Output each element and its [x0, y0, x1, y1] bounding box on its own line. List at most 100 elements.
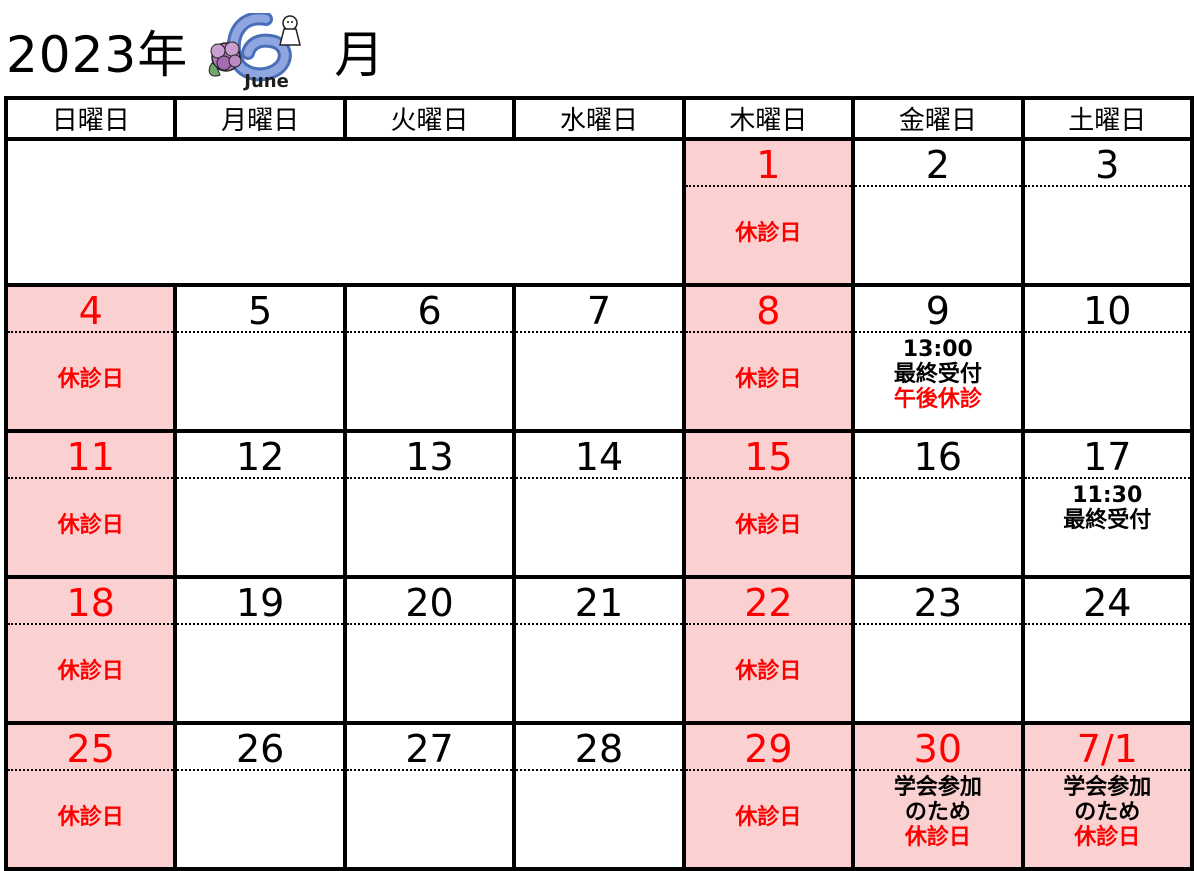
day-number: 26 [177, 725, 343, 771]
calendar-day-cell: 15 休診日 [681, 429, 856, 579]
info-red: 午後休診 [893, 387, 982, 412]
info-time: 11:30 [1072, 483, 1143, 508]
weekday-sat: 土曜日 [1020, 96, 1195, 141]
info-text: 学会参加 [1063, 775, 1152, 800]
calendar-day-cell: 21 [512, 575, 686, 725]
day-number: 5 [177, 287, 343, 333]
calendar-day-cell: 14 [512, 429, 686, 579]
day-number: 19 [177, 579, 343, 625]
calendar-title: 2023年 June 月 [6, 13, 385, 92]
calendar-day-cell: 16 [851, 429, 1025, 579]
day-number: 6 [346, 287, 513, 333]
calendar-day-cell: 10 [1020, 283, 1195, 433]
calendar-day-cell: 5 [173, 283, 347, 433]
calendar-day-cell: 12 [173, 429, 347, 579]
year-label: 2023年 [6, 26, 189, 84]
day-number: 7 [516, 287, 682, 333]
day-number: 3 [1024, 141, 1190, 187]
closed-day-note: 休診日 [57, 513, 124, 538]
weekday-header-row: 日曜日 月曜日 火曜日 水曜日 木曜日 金曜日 土曜日 [3, 96, 1195, 141]
info-text: 学会参加 [893, 775, 982, 800]
calendar-day-cell: 19 [173, 575, 347, 725]
day-number: 21 [516, 579, 682, 625]
day-number: 22 [685, 579, 852, 625]
closed-day-note: 休診日 [57, 805, 124, 830]
info-text: 最終受付 [893, 362, 982, 387]
weekday-fri: 金曜日 [851, 96, 1025, 141]
info-time: 13:00 [902, 337, 973, 362]
closed-day-note: 休診日 [57, 659, 124, 684]
day-info: 学会参加のため休診日 [1025, 775, 1190, 850]
day-number: 28 [516, 725, 682, 771]
closed-day-note: 休診日 [57, 367, 124, 392]
day-number: 7/1 [1024, 725, 1190, 771]
calendar-day-cell: 6 [342, 283, 517, 433]
info-text-2: のため [904, 800, 971, 825]
day-number: 12 [177, 433, 343, 479]
day-number: 17 [1024, 433, 1190, 479]
calendar-day-cell: 20 [342, 575, 517, 725]
day-number: 29 [685, 725, 852, 771]
weekday-sun: 日曜日 [3, 96, 178, 141]
calendar-day-cell: 18 休診日 [3, 575, 178, 725]
closed-day-note: 休診日 [735, 805, 802, 830]
day-number: 1 [685, 141, 852, 187]
day-number: 2 [855, 141, 1021, 187]
calendar-day-cell: 11 休診日 [3, 429, 178, 579]
day-number: 8 [685, 287, 852, 333]
weekday-thu: 木曜日 [681, 96, 856, 141]
day-number: 16 [855, 433, 1021, 479]
closed-day-note: 休診日 [735, 513, 802, 538]
calendar-day-cell: 2 [851, 137, 1025, 287]
calendar-day-cell: 29 休診日 [681, 721, 856, 871]
day-number: 23 [855, 579, 1021, 625]
day-number: 10 [1024, 287, 1190, 333]
day-number: 4 [8, 287, 174, 333]
calendar-day-cell: 24 [1020, 575, 1195, 725]
calendar-day-cell: 22 休診日 [681, 575, 856, 725]
calendar-day-cell: 27 [342, 721, 517, 871]
calendar-day-cell: 1 休診日 [681, 137, 856, 287]
info-text-2: のため [1074, 800, 1141, 825]
day-number: 9 [855, 287, 1021, 333]
day-number: 30 [855, 725, 1021, 771]
calendar-day-cell: 4 休診日 [3, 283, 178, 433]
day-number: 24 [1024, 579, 1190, 625]
day-info: 学会参加のため休診日 [855, 775, 1020, 850]
day-number: 27 [346, 725, 513, 771]
june-label: June [244, 71, 289, 92]
calendar-day-cell: 25 休診日 [3, 721, 178, 871]
day-number: 14 [516, 433, 682, 479]
calendar-day-cell: 28 [512, 721, 686, 871]
calendar-day-cell: 23 [851, 575, 1025, 725]
empty-days-cell [4, 137, 686, 287]
day-number: 18 [8, 579, 174, 625]
hydrangea-six-icon: June [204, 13, 312, 93]
day-number: 20 [346, 579, 513, 625]
day-number: 13 [346, 433, 513, 479]
info-text: 最終受付 [1063, 508, 1152, 533]
day-number: 11 [8, 433, 174, 479]
closed-day-note: 休診日 [735, 659, 802, 684]
info-red: 休診日 [1074, 825, 1141, 850]
calendar-day-cell: 7 [512, 283, 686, 433]
calendar-day-cell: 26 [173, 721, 347, 871]
month-suffix: 月 [334, 26, 385, 84]
closed-day-note: 休診日 [735, 221, 802, 246]
weekday-wed: 水曜日 [512, 96, 686, 141]
day-number: 15 [685, 433, 852, 479]
day-number: 25 [8, 725, 174, 771]
